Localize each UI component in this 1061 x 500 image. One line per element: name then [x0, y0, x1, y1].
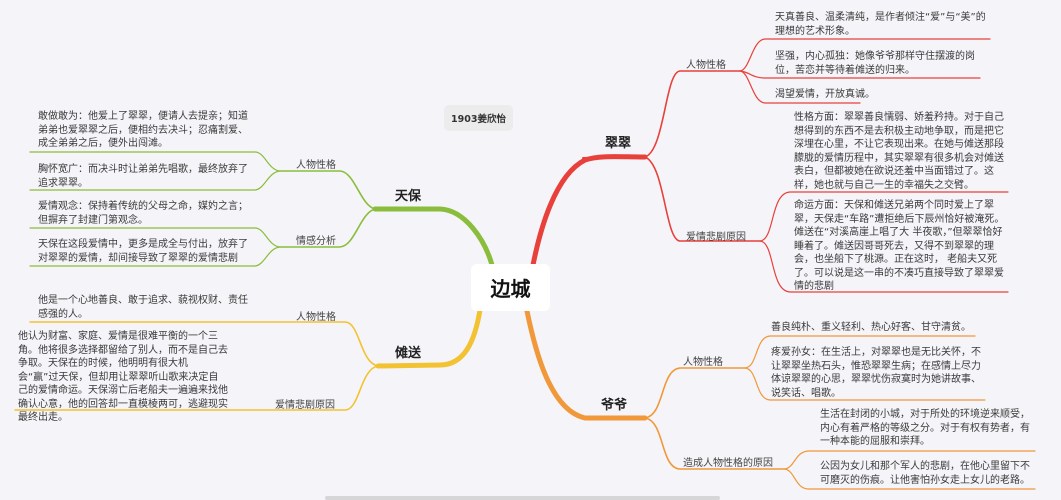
- note-nuosong-tragedy-1[interactable]: 他认为财富、家庭、爱情是很难平衡的一个三角。他将很多选择都留给了别人，而不是自己…: [18, 331, 228, 423]
- note-yeye-cause-2[interactable]: 公因为女儿和那个军人的悲剧，在他心里留下不可磨灭的伤痕。让他害怕孙女走上女儿的老…: [820, 461, 1030, 486]
- note-cuicui-personality-1[interactable]: 天真善良、温柔清纯，是作者倾注“爱”与“美”的理想的艺术形象。: [775, 12, 986, 37]
- note-yeye-personality-2[interactable]: 疼爱孙女：在生活上，对翠翠也是无比关怀，不让翠翠坐热石头，惟恐翠翠生病；在感情上…: [771, 347, 981, 399]
- topic-yeye[interactable]: 爷爷: [601, 398, 628, 413]
- note-yeye-cause-1[interactable]: 生活在封闭的小城，对于所处的环境逆来顺受，内心有着严格的等级之分。对于有权有势者…: [820, 409, 1030, 447]
- subtopic-cuicui-personality[interactable]: 人物性格: [686, 60, 726, 71]
- note-tianbao-personality-1[interactable]: 敢做敢为：他爱上了翠翠，便请人去提亲；知道弟弟也爱翠翠之后，便相约去决斗；忍痛割…: [38, 111, 248, 149]
- subtopic-tianbao-personality[interactable]: 人物性格: [296, 160, 336, 171]
- subtopic-tianbao-emotion-analysis[interactable]: 情感分析: [296, 236, 336, 247]
- note-tianbao-emotion-1[interactable]: 爱情观念：保持着传统的父母之命，媒妁之言；但摒弃了封建门第观念。: [38, 201, 248, 226]
- author-tag[interactable]: 1903姜欣怡: [444, 105, 513, 131]
- topic-tianbao[interactable]: 天保: [395, 189, 422, 204]
- topic-nuosong[interactable]: 傩送: [395, 346, 422, 361]
- note-nuosong-personality-1[interactable]: 他是一个心地善良、敢于追求、藐视权财、责任感强的人。: [38, 295, 248, 320]
- note-cuicui-personality-2[interactable]: 坚强，内心孤独：她像爷爷那样守住摆渡的岗位，苦恋并等待着傩送的归来。: [775, 51, 975, 76]
- subtopic-cuicui-tragedy-cause[interactable]: 爱情悲剧原因: [686, 232, 746, 243]
- subtopic-nuosong-tragedy-cause[interactable]: 爱情悲剧原因: [275, 400, 335, 411]
- note-cuicui-tragedy-2[interactable]: 命运方面：天保和傩送兄弟两个同时爱上了翠翠，天保走“车路”遭拒绝后下辰州恰好被淹…: [794, 200, 1005, 292]
- note-cuicui-personality-3[interactable]: 渴望爱情，开放真诚。: [775, 89, 875, 100]
- topic-cuicui[interactable]: 翠翠: [605, 136, 632, 151]
- note-tianbao-emotion-2[interactable]: 天保在这段爱情中，更多是成全与付出，放弃了对翠翠的爱情，却间接导致了翠翠的爱情悲…: [38, 239, 248, 264]
- subtopic-yeye-personality-cause[interactable]: 造成人物性格的原因: [683, 458, 773, 469]
- note-cuicui-tragedy-1[interactable]: 性格方面：翠翠善良懦弱、娇羞矜持。对于自己想得到的东西不是去积极主动地争取，而是…: [794, 112, 1004, 191]
- note-tianbao-personality-2[interactable]: 胸怀宽广：而决斗时让弟弟先唱歌，最终放弃了追求翠翠。: [38, 164, 248, 189]
- root-topic[interactable]: 边城: [471, 264, 550, 311]
- subtopic-nuosong-personality[interactable]: 人物性格: [296, 312, 336, 323]
- subtopic-yeye-personality[interactable]: 人物性格: [683, 357, 723, 368]
- horizontal-scrollbar[interactable]: [325, 496, 720, 500]
- note-yeye-personality-1[interactable]: 善良纯朴、重义轻利、热心好客、甘守清贫。: [771, 322, 971, 333]
